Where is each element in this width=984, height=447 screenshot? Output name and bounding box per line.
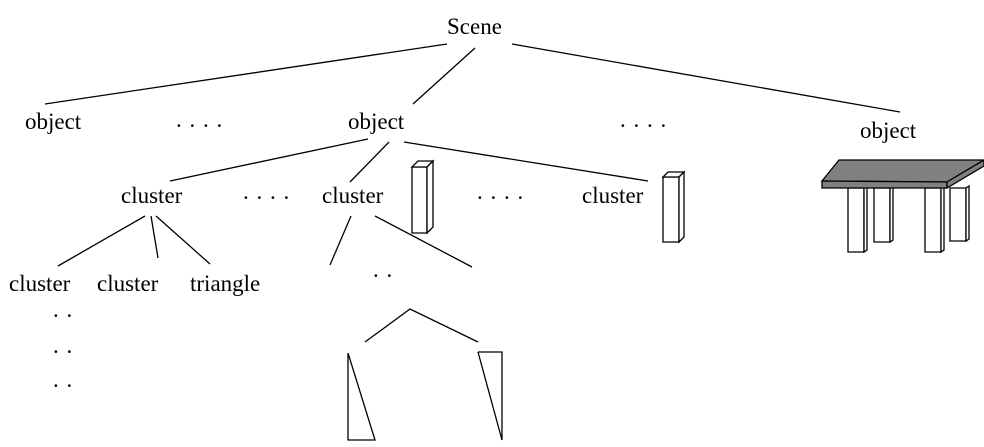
sub-branch — [364, 308, 479, 343]
edge-object-cluster-b — [349, 141, 390, 183]
edge-scene-object-mid — [412, 47, 476, 105]
ellipsis-leaf-v1: . . — [53, 297, 74, 322]
edge-object-cluster-c — [403, 141, 649, 182]
sliver-triangle-right — [477, 351, 503, 441]
ellipsis-level2-left: . . . . — [243, 179, 291, 204]
object-node-left: object — [25, 109, 82, 134]
cluster-node-a: cluster — [121, 183, 183, 208]
table-icon — [820, 159, 984, 254]
ellipsis-level1-left: . . . . — [176, 107, 224, 132]
object-node-mid: object — [348, 109, 405, 134]
leaf-cluster-node-1: cluster — [9, 271, 71, 296]
edge-cluster-a-leaf-triangle — [155, 215, 211, 265]
leaf-triangle-node: triangle — [190, 271, 261, 296]
cluster-c-panel-icon — [661, 170, 686, 244]
leaf-cluster-node-2: cluster — [97, 271, 159, 296]
edge-cluster-a-leaf-cluster-2 — [150, 215, 159, 259]
cluster-node-c: cluster — [582, 183, 644, 208]
ellipsis-leaf-v2: . . — [53, 333, 74, 358]
ellipsis-leaf-v3: . . — [53, 367, 74, 392]
edge-object-cluster-a — [169, 138, 369, 182]
edge-cluster-a-leaf-cluster-1 — [57, 215, 146, 267]
object-node-right: object — [860, 118, 917, 143]
ellipsis-cluster-b-children: . . — [373, 257, 394, 282]
cluster-node-b: cluster — [322, 183, 384, 208]
edge-cluster-b-left — [329, 215, 352, 266]
ellipsis-level2-right: . . . . — [477, 179, 525, 204]
sliver-triangle-left — [347, 352, 376, 441]
cluster-b-panel-icon — [410, 159, 435, 235]
edge-scene-object-left — [44, 43, 448, 105]
ellipsis-level1-right: . . . . — [620, 107, 668, 132]
edge-cluster-b-right — [374, 215, 473, 268]
edge-scene-object-right — [511, 43, 901, 113]
scene-node: Scene — [447, 14, 502, 39]
